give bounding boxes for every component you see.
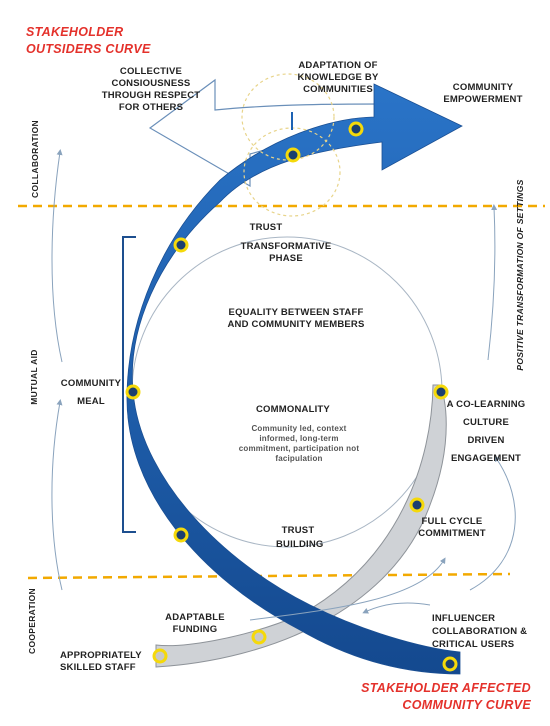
collaboration-arrow [51, 149, 63, 363]
main-blue-swoosh [126, 83, 463, 675]
collective-consciousness-label: COLLECTIVE CONSIOUSNESS THROUGH RESPECT … [101, 66, 201, 113]
funding-curve-arrow [249, 557, 446, 621]
knowledge-ellipse-upper [241, 73, 335, 161]
skilled-staff-label: APPROPRIATELY SKILLED STAFF [60, 650, 142, 673]
cooperation-side-label: COOPERATION [27, 588, 37, 654]
mutual-aid-side-label: MUTUAL AID [29, 349, 39, 405]
trust-label: TRUST [249, 222, 283, 233]
marker-empowerment [348, 121, 364, 137]
adaptation-label: ADAPTATION OF KNOWLEDGE BY COMMUNITIES [297, 60, 379, 95]
marker-trust-building [173, 527, 189, 543]
influencer-label: INFLUENCER COLLABORATION & CRITICAL USER… [432, 613, 528, 650]
top-title: STAKEHOLDER OUTSIDERS CURVE [26, 25, 151, 56]
transformative-phase-label: TRANSFORMATIVE PHASE [240, 241, 332, 264]
left-bracket [122, 236, 136, 533]
bottom-title: STAKEHOLDER AFFECTED COMMUNITY CURVE [361, 681, 531, 712]
collaboration-side-label: COLLABORATION [30, 120, 40, 198]
marker-adaptable-funding [251, 629, 267, 645]
lower-dashed-divider [27, 572, 511, 580]
full-cycle-label: FULL CYCLE COMMITMENT [418, 516, 486, 539]
commonality-label: COMMONALITY [256, 404, 330, 415]
marker-trust [173, 237, 189, 253]
community-meal-label: COMMUNITY MEAL [60, 378, 122, 407]
marker-community-meal [125, 384, 141, 400]
commonality-detail: Community led, context informed, long-te… [238, 424, 360, 463]
community-empowerment-label: COMMUNITY EMPOWERMENT [443, 82, 523, 105]
positive-transformation-side-label: POSITIVE TRANSFORMATION OF SETTINGS [515, 179, 525, 371]
influencer-arrow [469, 455, 516, 591]
marker-full-cycle [409, 497, 425, 513]
mutual-aid-arrow [51, 399, 63, 591]
marker-adaptation [285, 147, 301, 163]
marker-skilled-staff [152, 648, 168, 664]
marker-influencer [442, 656, 458, 672]
trust-building-label: TRUST BUILDING [276, 525, 324, 550]
co-learning-label: A CO-LEARNING CULTURE DRIVEN ENGAGEMENT [446, 399, 526, 464]
equality-label: EQUALITY BETWEEN STAFF AND COMMUNITY MEM… [227, 307, 365, 330]
marker-co-learning [433, 384, 449, 400]
cycle-markers [125, 121, 458, 672]
positive-transformation-arrow [487, 204, 498, 361]
adaptable-funding-label: ADAPTABLE FUNDING [165, 612, 225, 635]
influencer-link-arrow [362, 602, 431, 614]
